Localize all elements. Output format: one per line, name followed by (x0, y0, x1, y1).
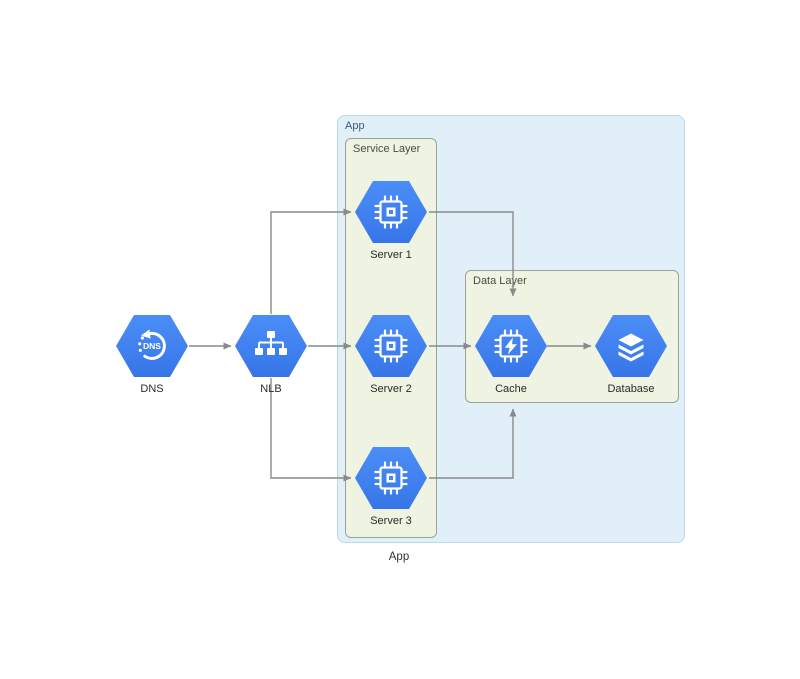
compute-chip-icon (374, 195, 408, 229)
load-balancer-icon (255, 331, 287, 355)
node-server2-label: Server 2 (370, 383, 412, 395)
node-dns[interactable]: DNS DNS (116, 315, 188, 395)
node-server3-label: Server 3 (370, 515, 412, 527)
node-database-label: Database (607, 383, 655, 395)
node-server3[interactable]: Server 3 (355, 447, 427, 527)
database-stack-icon (618, 333, 644, 362)
hexagon (116, 315, 188, 377)
node-database[interactable]: Database (595, 315, 667, 395)
dns-icon: DNS (138, 329, 166, 360)
node-cache[interactable]: Cache (475, 315, 547, 395)
cache-bolt-icon (494, 329, 528, 363)
service-layer-label: Service Layer (353, 143, 421, 155)
node-dns-label: DNS (140, 383, 164, 395)
data-layer-label: Data Layer (473, 275, 527, 287)
compute-chip-icon (374, 461, 408, 495)
node-server2[interactable]: Server 2 (355, 315, 427, 395)
compute-chip-icon (374, 329, 408, 363)
node-server1[interactable]: Server 1 (355, 181, 427, 261)
node-server1-label: Server 1 (370, 249, 412, 261)
dns-icon-text: DNS (143, 341, 161, 351)
node-nlb-label: NLB (260, 383, 282, 395)
node-cache-label: Cache (495, 383, 527, 395)
app-container-label: App (345, 120, 365, 132)
diagram-caption: App (388, 551, 410, 563)
node-nlb[interactable]: NLB (235, 315, 307, 395)
